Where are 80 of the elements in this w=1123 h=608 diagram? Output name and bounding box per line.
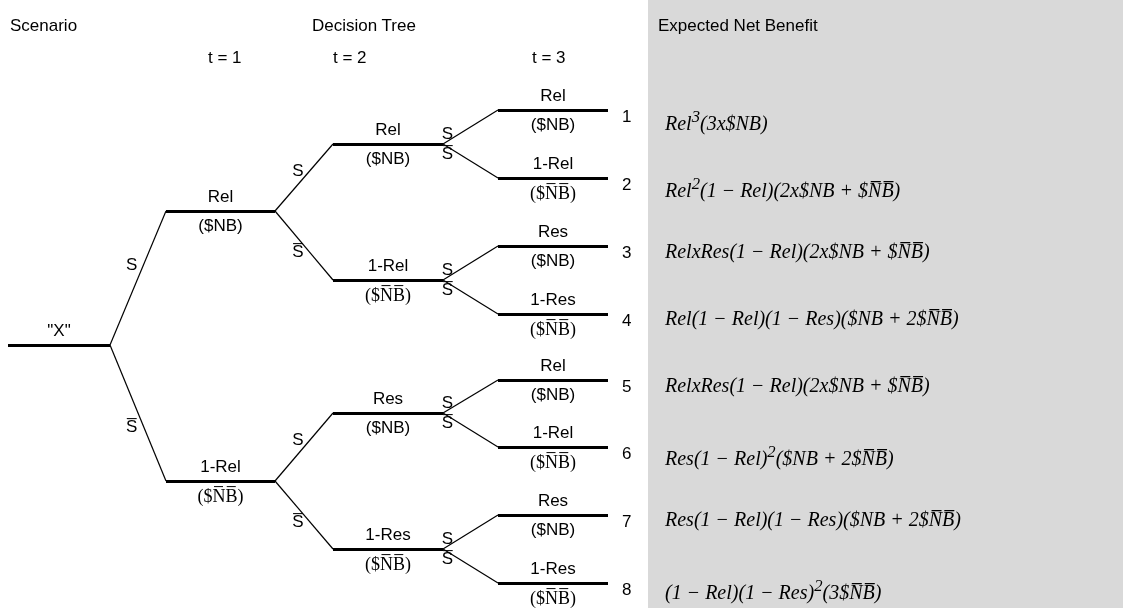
payoff-label: ($NB): [529, 385, 577, 405]
formula-text: Rel(1 − Rel)(1 − Res)($NB + 2$N̅B̅): [665, 306, 959, 330]
edge-label: S: [125, 255, 138, 274]
payoff-label: ($NB): [529, 115, 577, 135]
payoff-label: ($NB): [364, 149, 412, 169]
edge-label: S̅: [441, 145, 454, 164]
outcome-number: 5: [622, 377, 632, 397]
payoff-label: ($N̅B̅): [364, 285, 412, 305]
payoff-label: ($NB): [529, 520, 577, 540]
outcome-number: 7: [622, 512, 632, 532]
time-step-label: t = 3: [532, 48, 566, 68]
column-heading: Scenario: [10, 16, 78, 36]
diagram-title: Decision Tree: [312, 16, 416, 36]
branch-line: [109, 210, 167, 346]
edge-label: S: [441, 124, 454, 143]
probability-label: 1-Rel: [531, 154, 575, 174]
outcome-number: 1: [622, 107, 632, 127]
branch-line: [442, 245, 499, 281]
edge-label: S: [292, 161, 304, 180]
probability-label: Res: [536, 222, 570, 242]
edge-label: S: [292, 431, 304, 450]
probability-label: 1-Rel: [531, 423, 575, 443]
formula-text: Rel$^{3}$(3x$NB): [665, 106, 768, 135]
payoff-label: ($N̅B̅): [529, 319, 577, 339]
time-step-label: t = 1: [208, 48, 242, 68]
payoff-label: ($NB): [364, 418, 412, 438]
edge-label: S̅: [441, 281, 454, 300]
branch-line: [442, 379, 499, 414]
probability-label: Res: [536, 491, 570, 511]
branch-line: [442, 514, 499, 550]
panel-heading: Expected Net Benefit: [658, 16, 818, 36]
outcome-number: 4: [622, 311, 632, 331]
branch-line: [274, 480, 334, 550]
edge-label: S̅: [125, 417, 138, 436]
branch-line: [442, 143, 499, 179]
outcome-number: 3: [622, 243, 632, 263]
edge-label: S: [441, 260, 454, 279]
payoff-label: ($N̅B̅): [529, 183, 577, 203]
probability-label: Rel: [539, 356, 567, 376]
payoff-label: ($NB): [529, 251, 577, 271]
outcome-number: 2: [622, 175, 632, 195]
branch-line: [274, 210, 334, 281]
formula-text: Res(1 − Rel)$^{2}$($NB + 2$N̅B̅): [665, 441, 894, 470]
formula-text: Rel$^{2}$(1 − Rel)(2x$NB + $N̅B̅): [665, 173, 901, 202]
outcome-number: 8: [622, 580, 632, 600]
probability-label: 1-Rel: [199, 457, 242, 477]
branch-line: [442, 412, 499, 448]
payoff-label: ($N̅B̅): [364, 554, 412, 574]
outcome-number: 6: [622, 444, 632, 464]
probability-label: Res: [371, 389, 405, 409]
edge-label: S: [441, 529, 454, 548]
probability-label: 1-Res: [529, 559, 577, 579]
branch-line: [274, 143, 334, 212]
edge-label: S̅: [441, 550, 454, 569]
formula-text: (1 − Rel)(1 − Res)$^{2}$(3$N̅B̅): [665, 575, 882, 604]
branch-line: [274, 412, 334, 482]
probability-label: Rel: [206, 187, 235, 207]
probability-label: Rel: [374, 120, 402, 140]
formula-text: Res(1 − Rel)(1 − Res)($NB + 2$N̅B̅): [665, 507, 961, 531]
payoff-label: ($NB): [197, 216, 244, 236]
probability-label: 1-Res: [529, 290, 577, 310]
edge-label: S̅: [292, 512, 304, 531]
formula-text: RelxRes(1 − Rel)(2x$NB + $N̅B̅): [665, 373, 930, 397]
time-step-label: t = 2: [333, 48, 367, 68]
probability-label: Rel: [539, 86, 567, 106]
branch-line: [442, 109, 499, 145]
payoff-label: ($N̅B̅): [196, 486, 245, 506]
branch-line: [109, 344, 167, 482]
probability-label: 1-Res: [364, 525, 412, 545]
edge-label: S̅: [441, 414, 454, 433]
probability-label: "X": [46, 321, 72, 341]
edge-label: S̅: [292, 243, 304, 262]
formula-text: RelxRes(1 − Rel)(2x$NB + $N̅B̅): [665, 239, 930, 263]
branch-line: [442, 548, 499, 584]
payoff-label: ($N̅B̅): [529, 452, 577, 472]
branch-line: [442, 279, 499, 315]
edge-label: S: [441, 394, 454, 413]
formula-panel: [648, 0, 1123, 608]
payoff-label: ($N̅B̅): [529, 588, 577, 608]
probability-label: 1-Rel: [366, 256, 410, 276]
